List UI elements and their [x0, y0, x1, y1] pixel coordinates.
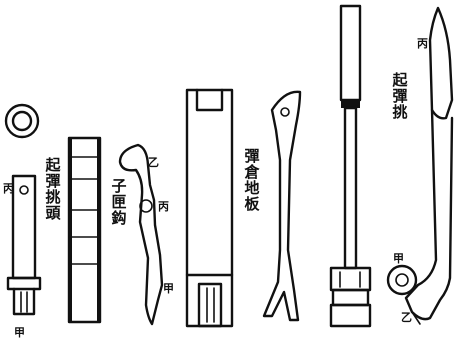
label-yi-1: 乙 — [148, 156, 159, 169]
label-zimu-gou: 子匣鈎 — [111, 177, 127, 227]
spring-blade-part — [262, 90, 302, 322]
tall-rod-part — [329, 4, 372, 328]
label-jia-3: 甲 — [393, 252, 404, 265]
label-qitan-tiaotou: 起彈挑頭 — [45, 156, 61, 222]
label-dancang-diban: 彈倉地板 — [244, 147, 260, 213]
cartridge-lifter-part — [386, 6, 454, 325]
clip-hook-part — [118, 143, 164, 326]
label-bing-2: 丙 — [158, 200, 169, 213]
label-jia-2: 甲 — [163, 282, 174, 295]
ribbed-bar-part — [67, 136, 102, 324]
label-bing-1: 丙 — [3, 182, 14, 195]
label-bing-3: 丙 — [417, 37, 428, 50]
lifter-head-part — [6, 174, 42, 316]
ring-part — [4, 103, 40, 139]
label-yi-2: 乙 — [401, 311, 412, 324]
magazine-floorplate-part — [185, 88, 234, 328]
label-jia-1: 甲 — [14, 326, 25, 339]
label-qitan-tiao: 起彈挑 — [392, 71, 408, 121]
